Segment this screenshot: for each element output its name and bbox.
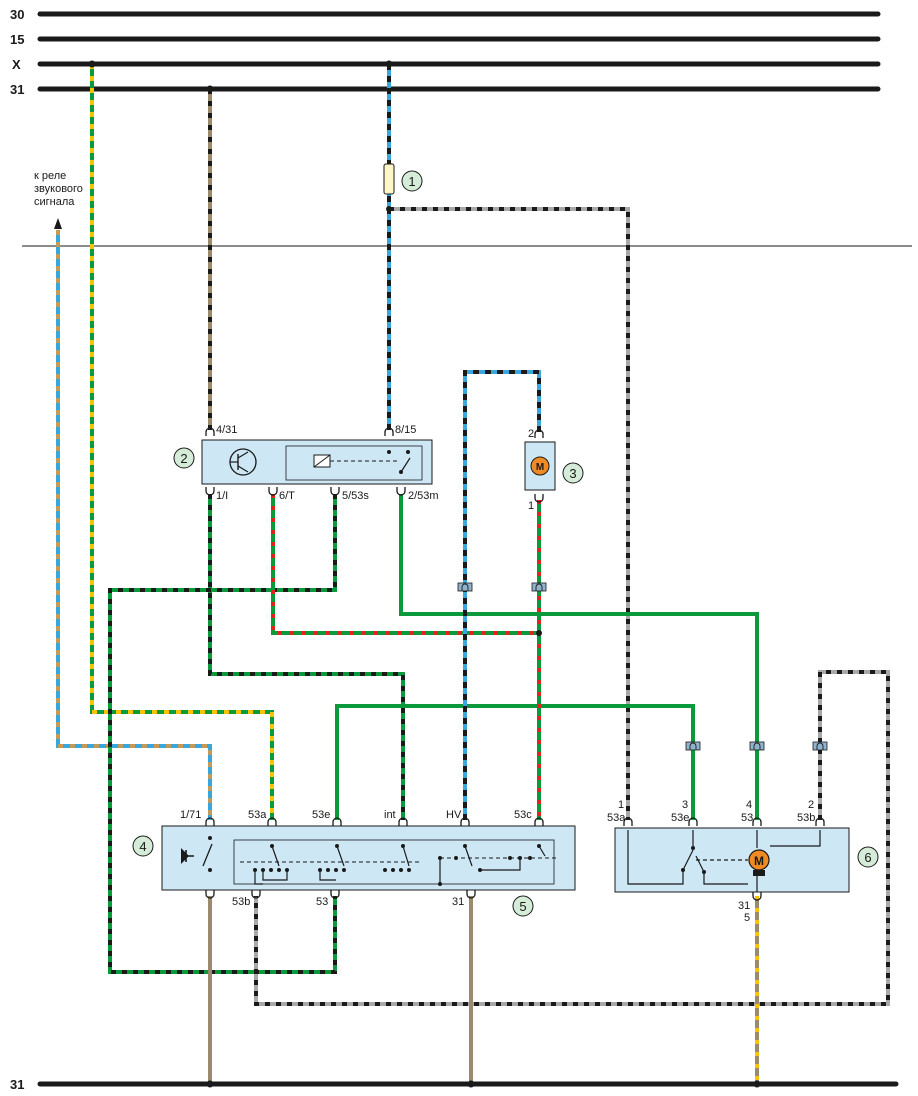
svg-text:3: 3 [682, 799, 688, 811]
relay-unit: 4/31 8/15 1/I 6/T 5/53s 2/53m 2 [173, 424, 439, 502]
svg-text:к реле: к реле [34, 170, 66, 182]
callout-3 [562, 462, 584, 484]
svg-text:M: M [754, 854, 764, 868]
wiper-switch: 1/71 53a 53e int HV 53c 53b 53 31 4 5 [132, 809, 576, 917]
wire-green-53m [399, 494, 759, 820]
callout-5 [512, 895, 534, 917]
wire-green-yellow [90, 64, 274, 820]
svg-text:53: 53 [316, 896, 328, 908]
svg-text:53a: 53a [248, 809, 267, 821]
callout-2 [173, 447, 195, 469]
svg-text:3: 3 [569, 466, 576, 481]
svg-text:2/53m: 2/53m [408, 490, 439, 502]
svg-text:звукового: звукового [34, 183, 83, 195]
svg-text:8/15: 8/15 [395, 424, 416, 436]
bus-label-15: 15 [10, 32, 24, 47]
svg-text:53c: 53c [514, 809, 532, 821]
wire-blue-brown [56, 230, 212, 820]
power-buses: 30 15 X 31 [10, 7, 881, 97]
svg-text:2: 2 [528, 428, 534, 440]
svg-text:53b: 53b [232, 896, 250, 908]
horn-relay-note: к реле звукового сигнала [34, 170, 83, 229]
svg-text:4: 4 [746, 799, 752, 811]
wire-blue-black-washer [463, 370, 541, 820]
svg-text:5: 5 [744, 912, 750, 924]
wire-green-black-53s [108, 494, 337, 974]
wire-green-53e [335, 704, 695, 820]
svg-text:5: 5 [519, 899, 526, 914]
svg-text:31: 31 [738, 900, 750, 912]
svg-text:2: 2 [180, 451, 187, 466]
wire-grey-black-53b [254, 670, 890, 1006]
inline-connectors [457, 582, 828, 751]
svg-text:1: 1 [528, 500, 534, 512]
svg-text:53a: 53a [607, 812, 626, 824]
callout-4 [132, 835, 154, 857]
ground-bus-label: 31 [10, 1077, 24, 1092]
svg-text:53b: 53b [797, 812, 815, 824]
svg-text:2: 2 [808, 799, 814, 811]
bus-label-30: 30 [10, 7, 24, 22]
svg-text:31: 31 [452, 896, 464, 908]
svg-text:HV: HV [446, 809, 462, 821]
svg-text:53e: 53e [671, 812, 689, 824]
wire-green-black-int [208, 494, 405, 820]
bus-label-x: X [12, 57, 21, 72]
svg-text:4/31: 4/31 [216, 424, 237, 436]
wire-grey-black-motor [389, 207, 630, 820]
svg-text:53: 53 [741, 812, 753, 824]
svg-text:6: 6 [864, 850, 871, 865]
svg-text:5/53s: 5/53s [342, 490, 369, 502]
svg-text:сигнала: сигнала [34, 196, 75, 208]
arrow-up-icon [54, 218, 62, 229]
svg-text:4: 4 [139, 839, 146, 854]
svg-text:53e: 53e [312, 809, 330, 821]
svg-text:int: int [384, 809, 396, 821]
motor-icon [530, 456, 550, 476]
wire-red-green-6t [271, 494, 540, 635]
svg-text:1/71: 1/71 [180, 809, 201, 821]
svg-text:1: 1 [618, 799, 624, 811]
callout-1 [401, 170, 423, 192]
callout-6 [857, 846, 879, 868]
svg-text:M: M [536, 462, 544, 473]
svg-text:1: 1 [408, 174, 415, 189]
bus-label-31: 31 [10, 82, 24, 97]
wires [56, 60, 890, 1088]
fuse: 1 [383, 163, 423, 195]
svg-text:6/T: 6/T [279, 490, 295, 502]
svg-text:1/I: 1/I [216, 490, 228, 502]
wiper-motor-unit: M 1 53a 3 53e 4 53 2 53b 31 5 6 [607, 799, 879, 924]
washer-motor: M 2 1 3 [524, 428, 584, 512]
